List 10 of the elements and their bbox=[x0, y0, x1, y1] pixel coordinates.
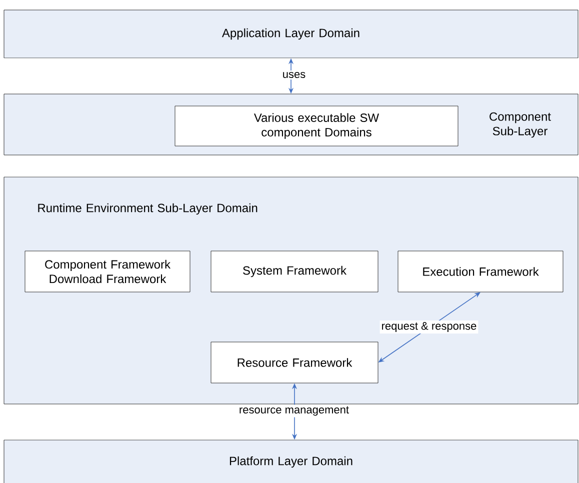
framework-box: Component Framework Download Framework bbox=[24, 250, 190, 292]
edge-label: uses bbox=[280, 70, 308, 80]
edge-label: resource management bbox=[237, 404, 351, 418]
framework-box: Various executable SW component Domains bbox=[174, 106, 458, 146]
edge-label: request & response bbox=[380, 320, 478, 334]
layer-box: Application Layer Domain bbox=[4, 10, 578, 58]
framework-box: Resource Framework bbox=[210, 342, 378, 384]
layer-box: Platform Layer Domain bbox=[4, 440, 578, 483]
framework-box: Execution Framework bbox=[398, 250, 564, 292]
framework-box: System Framework bbox=[210, 250, 378, 292]
